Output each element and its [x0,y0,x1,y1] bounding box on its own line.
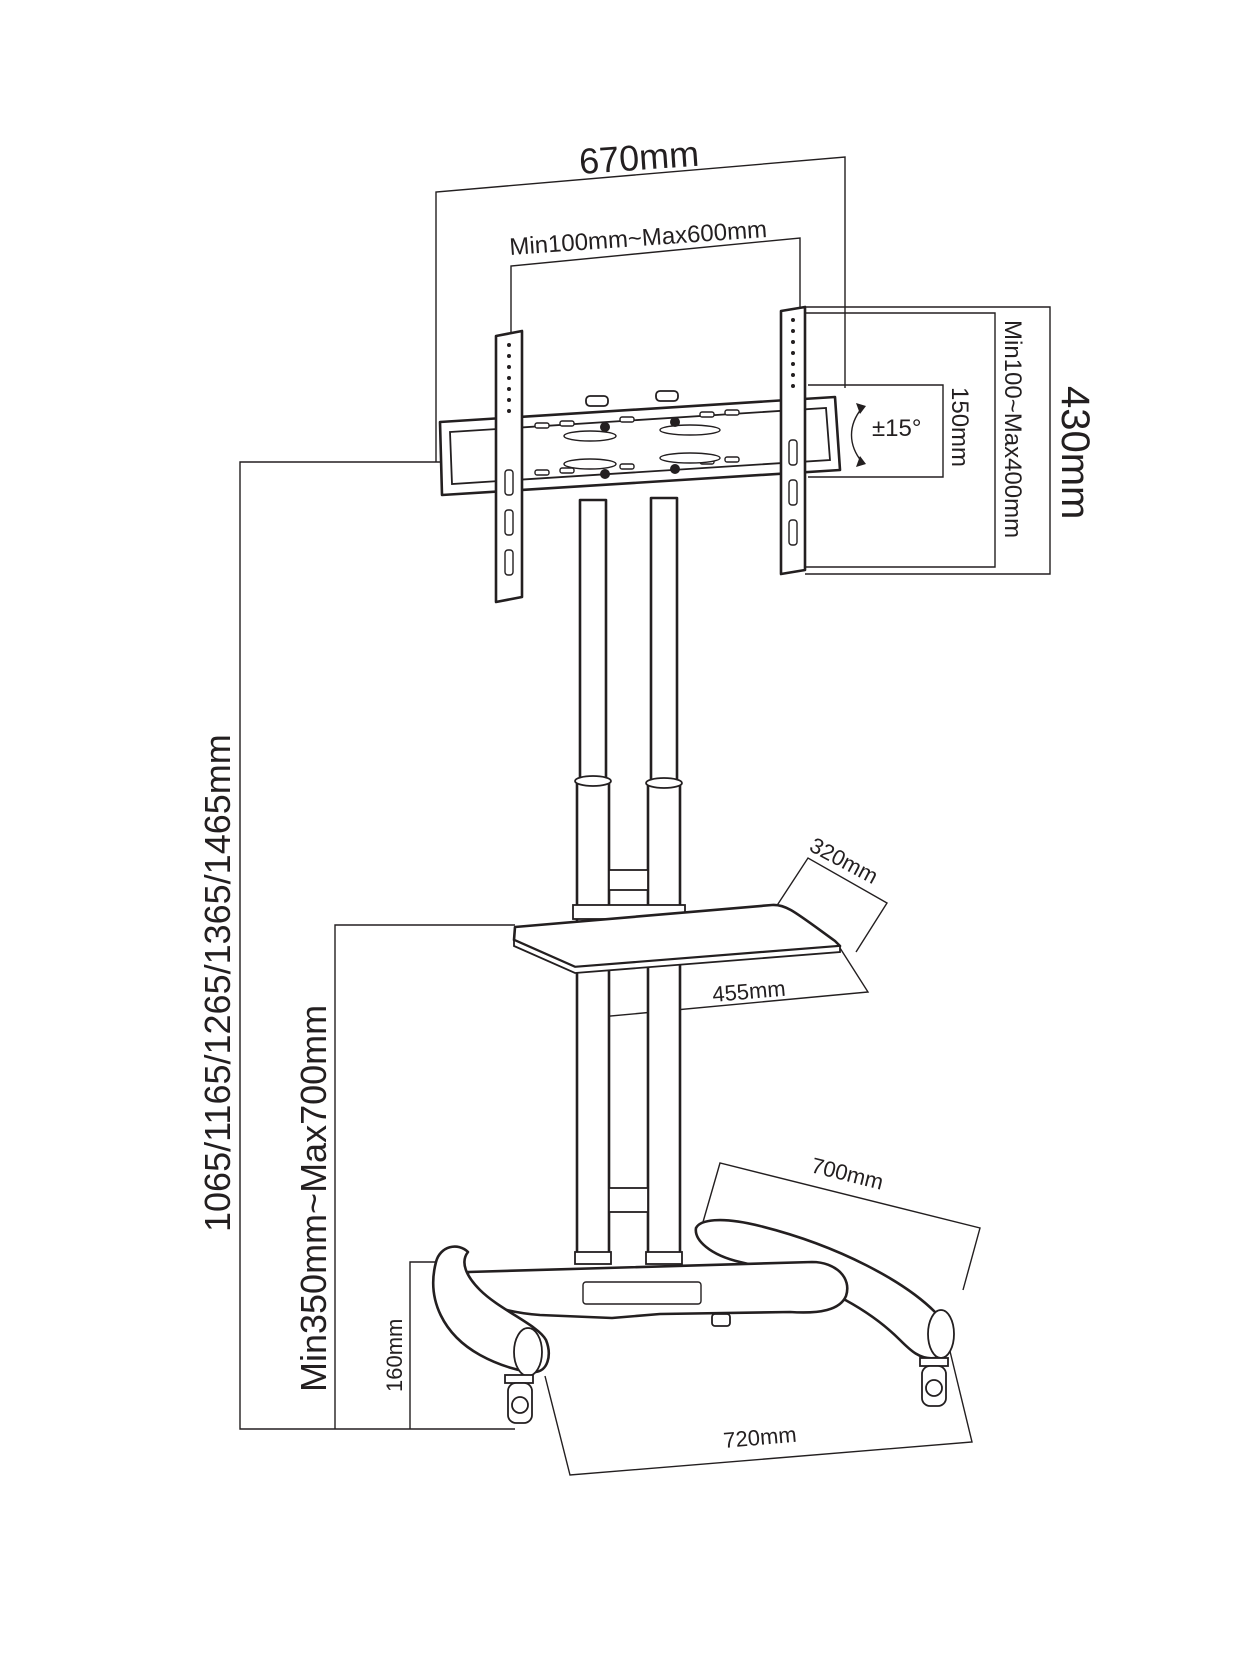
base-width-label: 720mm [722,1422,797,1453]
column-right-foot [645,1251,683,1265]
base-front-arm-end [513,1327,543,1377]
tilt-angle-label: ±15° [872,415,921,442]
media-shelf [512,903,842,969]
column-right-collar [645,777,683,789]
caster-front-right [919,1357,949,1407]
dimension-lines [239,156,1051,1476]
base-rear-arm-end [927,1309,955,1359]
base-cable-slot [582,1281,702,1305]
shelf-width-label: 455mm [711,976,786,1007]
vesa-vertical-label: Min100~Max400mm [999,320,1026,538]
caster-rear [711,1313,731,1327]
caster-front-left [504,1374,534,1424]
media-shelf-edge [513,938,841,974]
bracket-left-holes [504,343,514,576]
tilt-arrow-icon [850,403,866,467]
column-left-foot [574,1251,612,1265]
overall-height-label: 1065/1165/1265/1365/1465mm [197,734,238,1232]
column-right-lower [646,780,682,1262]
column-brace-lower [608,1187,649,1213]
overall-width-label: 670mm [578,133,701,182]
tv-stand-illustration [431,305,955,1424]
column-right-upper [649,496,679,784]
column-left-lower [575,778,611,1262]
column-left-upper [578,498,608,782]
mounting-rail-slots [534,409,740,476]
bracket-right-holes [788,318,798,546]
mounting-rail-bolts [585,390,680,479]
column-left-collar [574,775,612,787]
bracket-height-label: 430mm [1053,386,1097,519]
base-height-label: 160mm [382,1319,407,1392]
column-brace-upper [608,869,649,891]
shelf-depth-label: 320mm [806,832,883,889]
shelf-height-label: Min350mm~Max700mm [293,1005,334,1392]
vertical-bracket-left [494,329,524,604]
tilt-range-height-label: 150mm [946,387,973,467]
